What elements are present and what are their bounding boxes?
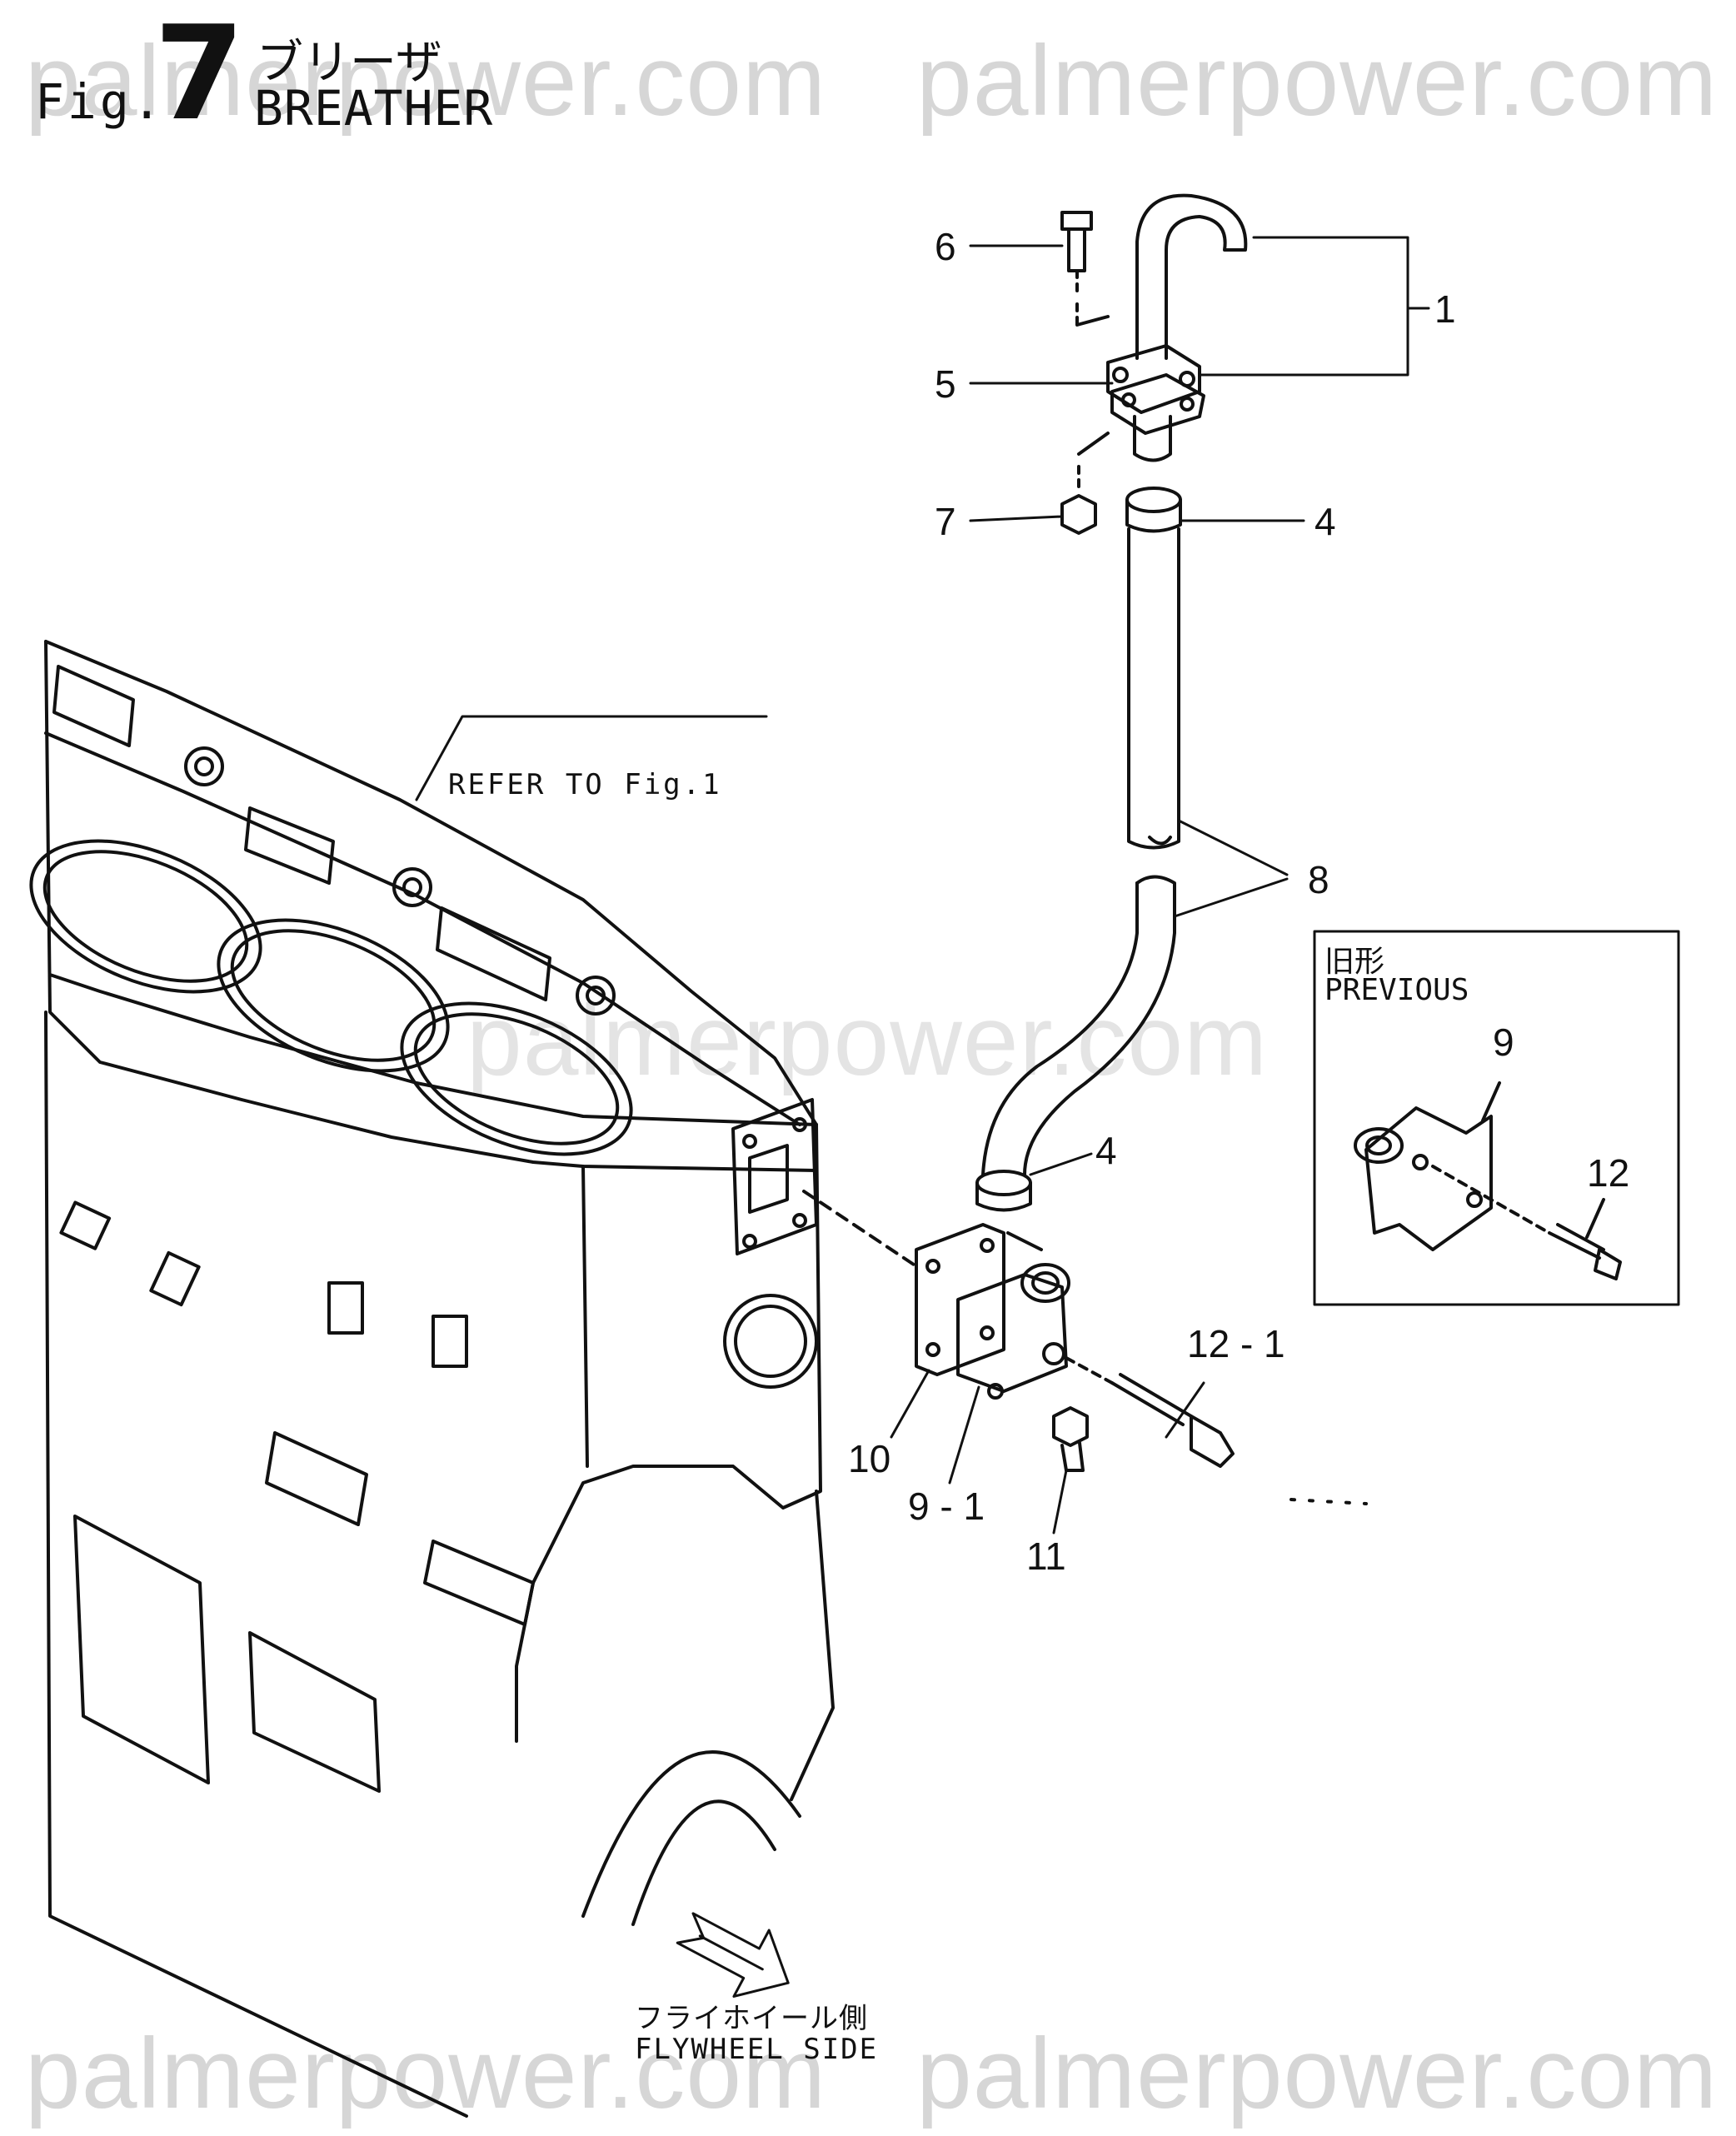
callout-8: 8 (1308, 858, 1329, 901)
inset-callout-12: 12 (1587, 1151, 1630, 1195)
callout-4-upper: 4 (1314, 500, 1336, 543)
callout-leader-lines (415, 236, 1430, 1535)
callout-12-1: 12 - 1 (1187, 1322, 1285, 1365)
flywheel-side-english: FLYWHEEL SIDE (635, 2033, 879, 2066)
inset-callout-9: 9 (1493, 1021, 1514, 1064)
callout-11: 11 (1026, 1535, 1066, 1578)
flywheel-direction-arrow (676, 1912, 790, 1998)
cylinder-block-drawing (29, 640, 835, 2118)
refer-to-fig-1-note: REFER TO Fig.1 (448, 768, 722, 801)
inset-label-japanese: 旧形 (1324, 945, 1385, 979)
figure-label: Fig. (35, 73, 165, 130)
figure-title-japanese: ブリーザ (257, 36, 442, 90)
watermark-top-left: palmerpower.com (25, 25, 827, 137)
callout-1: 1 (1434, 287, 1456, 331)
watermark-bottom-left: palmerpower.com (25, 2018, 827, 2129)
figure-title-english: BREATHER (254, 80, 494, 137)
callout-6: 6 (935, 225, 956, 268)
callout-10: 10 (848, 1437, 891, 1480)
inset-label-english: PREVIOUS (1324, 973, 1469, 1007)
watermark-top-right: palmerpower.com (916, 25, 1719, 137)
previous-version-inset (1313, 930, 1680, 1306)
callout-7: 7 (935, 500, 956, 543)
callout-5: 5 (935, 362, 956, 406)
watermark-bottom-right: palmerpower.com (916, 2018, 1719, 2129)
callout-9-1: 9 - 1 (908, 1485, 985, 1528)
flywheel-side-japanese: フライホイール側 (635, 2002, 868, 2035)
figure-number: 7 (154, 0, 245, 149)
breather-pipe-drawing (802, 193, 1368, 1505)
callout-4-lower: 4 (1095, 1129, 1117, 1172)
